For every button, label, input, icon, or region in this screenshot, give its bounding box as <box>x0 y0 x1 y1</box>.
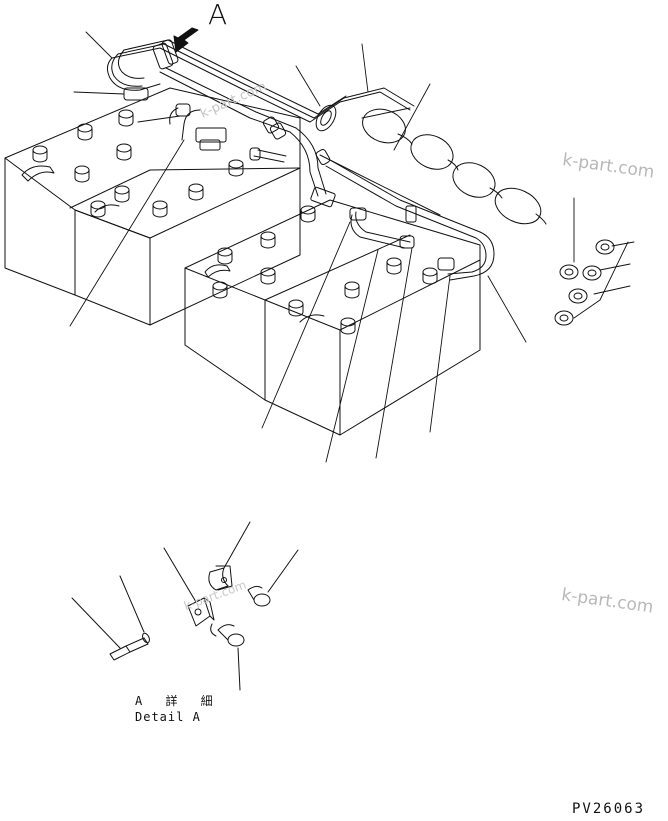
detail-a-exploded <box>71 521 299 691</box>
detail-caption-english: Detail A <box>135 710 201 724</box>
battery-front-caps <box>212 205 438 335</box>
leader-lines <box>69 31 635 463</box>
view-letter-label: A <box>208 0 228 31</box>
detail-grommets <box>210 585 271 647</box>
battery-rear-caps <box>32 109 244 218</box>
cable-boots <box>361 107 547 225</box>
cable-harness <box>106 39 547 281</box>
battery-rear <box>4 87 301 326</box>
view-arrow <box>173 27 199 53</box>
battery-front <box>184 199 481 436</box>
drawing-number: PV26063 <box>572 801 646 817</box>
detail-caption-japanese: A 詳 細 <box>135 694 221 708</box>
terminal-connectors <box>123 87 455 271</box>
loose-parts <box>554 239 615 326</box>
